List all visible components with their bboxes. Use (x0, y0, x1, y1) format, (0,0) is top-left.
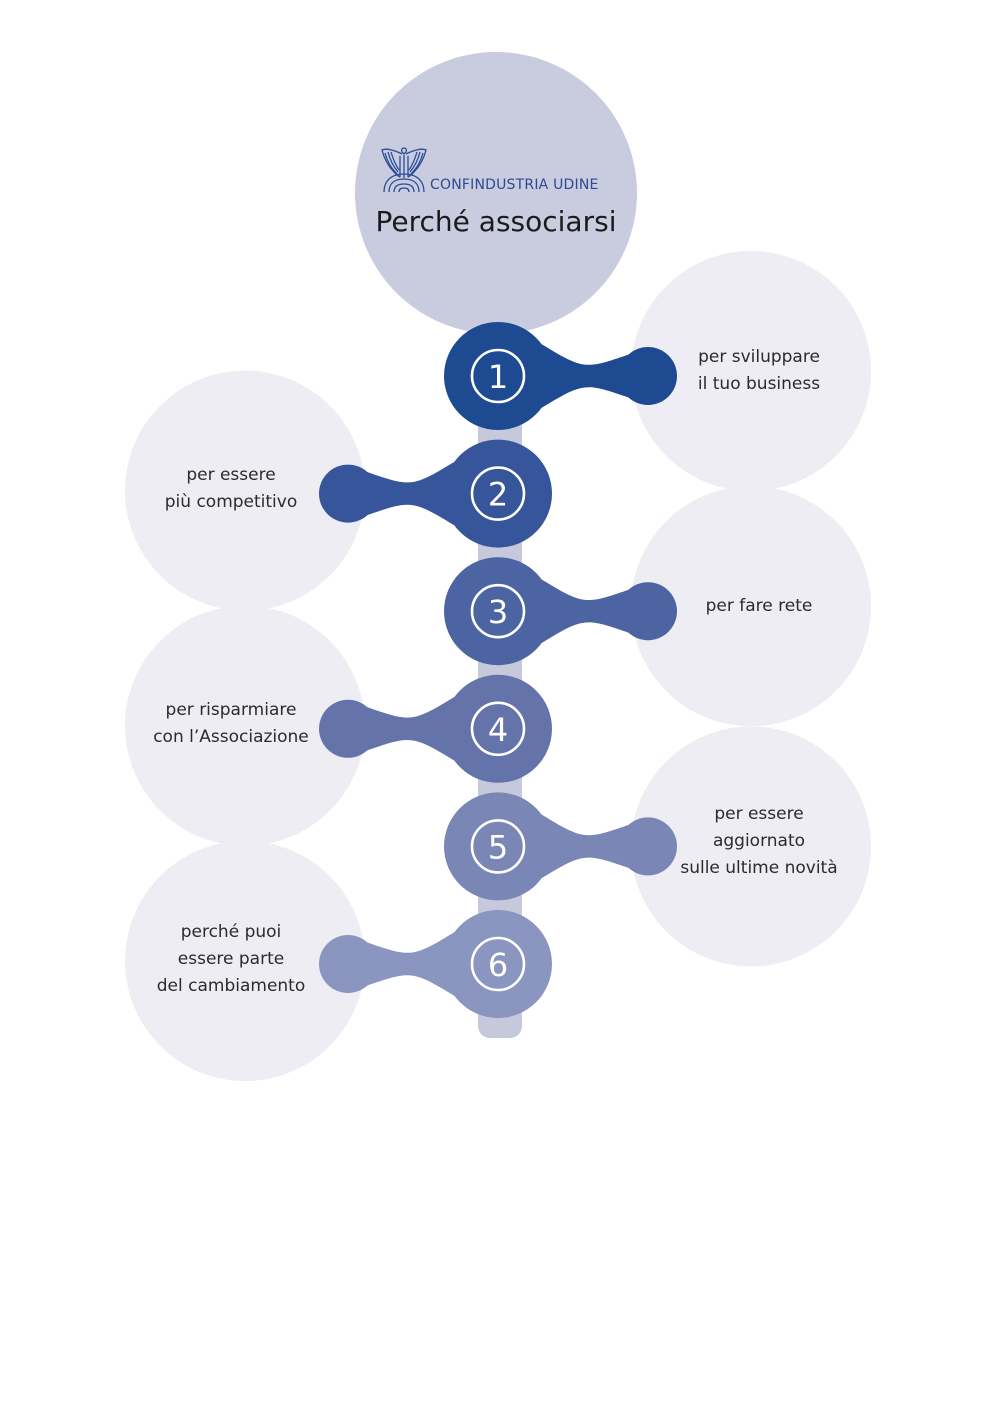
step-4: 4 (319, 674, 552, 783)
step-2-connector (366, 459, 458, 528)
step-3-connector (538, 577, 630, 646)
step-5-bubble (631, 726, 871, 967)
step-5-circle (444, 792, 552, 901)
step-3-circle (444, 557, 552, 666)
step-5: 5 (444, 792, 677, 901)
step-4-number: 4 (488, 711, 508, 749)
step-5-ring (470, 819, 526, 874)
step-3-number: 3 (488, 593, 508, 631)
step-1-bubble (631, 251, 871, 491)
step-4-circle (444, 674, 552, 783)
step-3-ring (470, 583, 526, 639)
step-4-connector (366, 694, 458, 763)
step-3-knob (619, 582, 677, 641)
brand-logo: CONFINDUSTRIA UDINE (380, 144, 620, 194)
step-1-knob (619, 347, 677, 405)
step-6-circle (444, 910, 552, 1018)
step-1-connector (538, 342, 630, 410)
step-6-label: perché puoi essere parte del cambiamento (156, 922, 306, 996)
step-4-label: per risparmiare con l’Associazione (153, 700, 309, 747)
brand-name: CONFINDUSTRIA UDINE (430, 177, 599, 193)
step-2-bubble (125, 370, 365, 611)
page-title: Perché associarsi (375, 205, 617, 238)
step-2-number: 2 (488, 476, 508, 514)
step-1-circle (444, 322, 552, 430)
step-1-number: 1 (488, 358, 508, 396)
step-6-ring (470, 936, 526, 992)
step-6-bubble (125, 841, 365, 1081)
step-4-knob (319, 699, 377, 758)
step-3-label: per fare rete (705, 596, 813, 616)
step-5-knob (619, 817, 677, 876)
step-6-knob (319, 935, 377, 993)
step-4-bubble (125, 605, 365, 846)
step-2: 2 (319, 439, 552, 548)
step-3-bubble (631, 486, 871, 727)
step-3: 3 (444, 557, 677, 666)
step-2-label: per essere più competitivo (164, 465, 298, 512)
step-5-label: per essere aggiornato sulle ultime novit… (680, 804, 838, 878)
step-1-ring (470, 348, 526, 404)
step-6: 6 (319, 910, 552, 1018)
step-6-connector (366, 930, 458, 998)
step-5-number: 5 (488, 828, 508, 866)
step-2-knob (319, 464, 377, 523)
step-4-ring (470, 701, 526, 757)
header-circle (355, 52, 637, 334)
step-1: 1 (444, 322, 677, 430)
eagle-logo-icon (381, 147, 427, 193)
step-5-connector (538, 812, 630, 881)
step-2-ring (470, 466, 526, 521)
step-1-label: per sviluppare il tuo business (697, 347, 821, 394)
step-6-number: 6 (488, 946, 508, 984)
step-2-circle (444, 439, 552, 548)
